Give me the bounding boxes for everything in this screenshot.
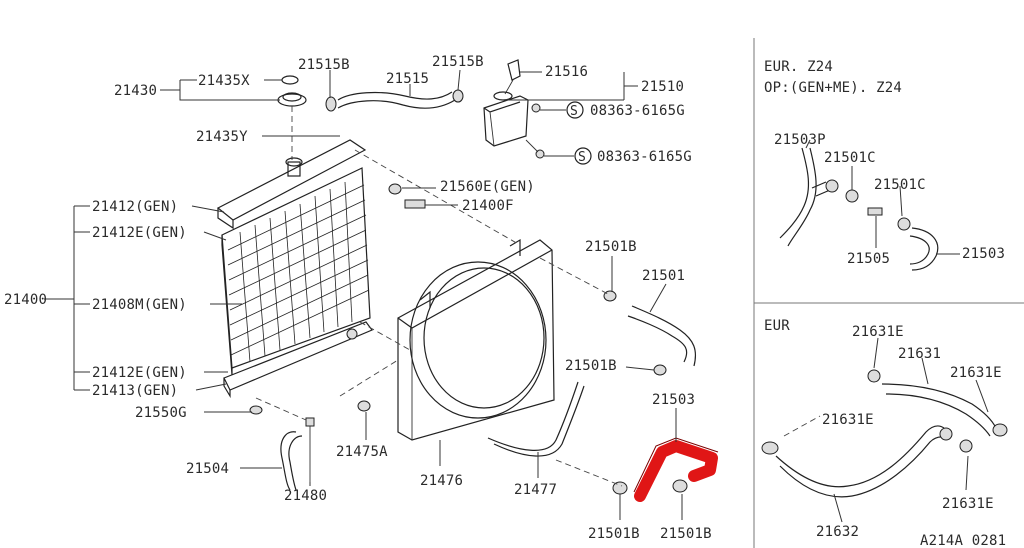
drain-plug-21480	[305, 417, 315, 482]
label-21516: 21516	[545, 64, 588, 80]
grommet-21560e	[388, 183, 402, 195]
label-21412e-bottom: 21412E(GEN)	[92, 365, 187, 381]
svg-text:S: S	[570, 104, 578, 119]
label-21560e: 21560E(GEN)	[440, 179, 535, 195]
label-21515b-right: 21515B	[432, 54, 484, 70]
panel-bottom-label-21632: 21632	[816, 524, 859, 540]
label-21501b-bottom-left: 21501B	[588, 526, 640, 542]
label-21501: 21501	[642, 268, 685, 284]
panel-top-title-line1: EUR. Z24	[764, 59, 833, 75]
label-21501b-mid: 21501B	[565, 358, 617, 374]
label-21412: 21412(GEN)	[92, 199, 178, 215]
label-21550g: 21550G	[135, 405, 187, 421]
panel-top-hoses	[779, 139, 960, 271]
fan-shroud	[397, 238, 555, 441]
label-21515b-left: 21515B	[298, 57, 350, 73]
label-21503: 21503	[652, 392, 695, 408]
panel-bottom-label-21631e-a: 21631E	[852, 324, 904, 340]
bolt-21475a	[357, 400, 371, 412]
label-21476: 21476	[420, 473, 463, 489]
diagram-code: A214A 0281	[920, 533, 1006, 548]
panel-top-label-21501c-b: 21501C	[874, 177, 926, 193]
radiator-core	[216, 139, 373, 415]
panel-bottom-label-21631: 21631	[898, 346, 941, 362]
panel-top-title-line2: OP:(GEN+ME). Z24	[764, 80, 902, 96]
label-21435x: 21435X	[198, 73, 250, 89]
label-21504: 21504	[186, 461, 229, 477]
label-21475a: 21475A	[336, 444, 388, 460]
label-21501b-bottom-right: 21501B	[660, 526, 712, 542]
panel-bottom-label-21631e-c: 21631E	[822, 412, 874, 428]
panel-top-label-21505: 21505	[847, 251, 890, 267]
label-21408m: 21408M(GEN)	[92, 297, 187, 313]
panel-bottom-label-21631e-d: 21631E	[942, 496, 994, 512]
upper-hose-21515	[325, 89, 464, 112]
hose-21477	[487, 381, 585, 457]
hose-21503-highlighted	[612, 437, 719, 502]
s-symbol-b: S	[574, 147, 592, 165]
hose-21501	[603, 290, 697, 376]
label-21480: 21480	[284, 488, 327, 504]
reservoir-tank	[483, 59, 545, 159]
label-21435y: 21435Y	[196, 129, 248, 145]
label-21400f: 21400F	[462, 198, 514, 214]
s-symbol-a: S	[566, 101, 584, 119]
panel-bottom-hoses	[761, 337, 1008, 523]
label-21501b-top: 21501B	[585, 239, 637, 255]
bolt-21400f	[404, 199, 426, 209]
label-21477: 21477	[514, 482, 557, 498]
label-08363-a: 08363-6165G	[590, 103, 685, 119]
label-08363-b: 08363-6165G	[597, 149, 692, 165]
label-21430: 21430	[114, 83, 157, 99]
label-21515: 21515	[386, 71, 429, 87]
panel-top-label-21503p: 21503P	[774, 132, 826, 148]
panel-top-label-21503: 21503	[962, 246, 1005, 262]
label-21510: 21510	[641, 79, 684, 95]
panel-bottom-title: EUR	[764, 318, 790, 334]
radiator-cap	[277, 75, 307, 177]
panel-top-label-21501c-a: 21501C	[824, 150, 876, 166]
label-21413: 21413(GEN)	[92, 383, 178, 399]
hose-21504	[280, 431, 303, 491]
label-21412e-top: 21412E(GEN)	[92, 225, 187, 241]
leader-lines	[44, 69, 683, 520]
svg-text:S: S	[578, 150, 586, 165]
panel-bottom-label-21631e-b: 21631E	[950, 365, 1002, 381]
assembly-guides	[255, 149, 623, 487]
label-21400: 21400	[4, 292, 47, 308]
